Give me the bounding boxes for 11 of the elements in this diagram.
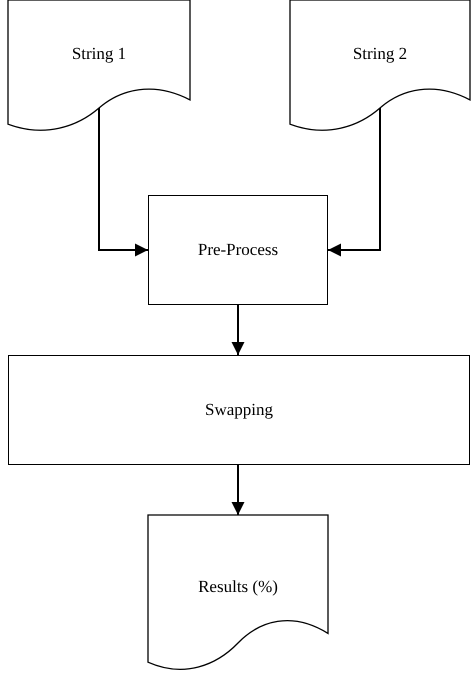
node-label: Swapping bbox=[205, 400, 273, 420]
node-label: String 2 bbox=[352, 44, 408, 64]
arrow bbox=[232, 465, 244, 515]
arrow bbox=[232, 305, 244, 355]
process-box bbox=[8, 355, 470, 465]
node-label: Pre-Process bbox=[198, 240, 278, 260]
node-label: String 1 bbox=[72, 44, 126, 64]
arrow bbox=[328, 108, 381, 256]
arrow bbox=[98, 108, 148, 256]
process-box bbox=[148, 195, 328, 305]
node-label: Results (%) bbox=[198, 577, 278, 597]
